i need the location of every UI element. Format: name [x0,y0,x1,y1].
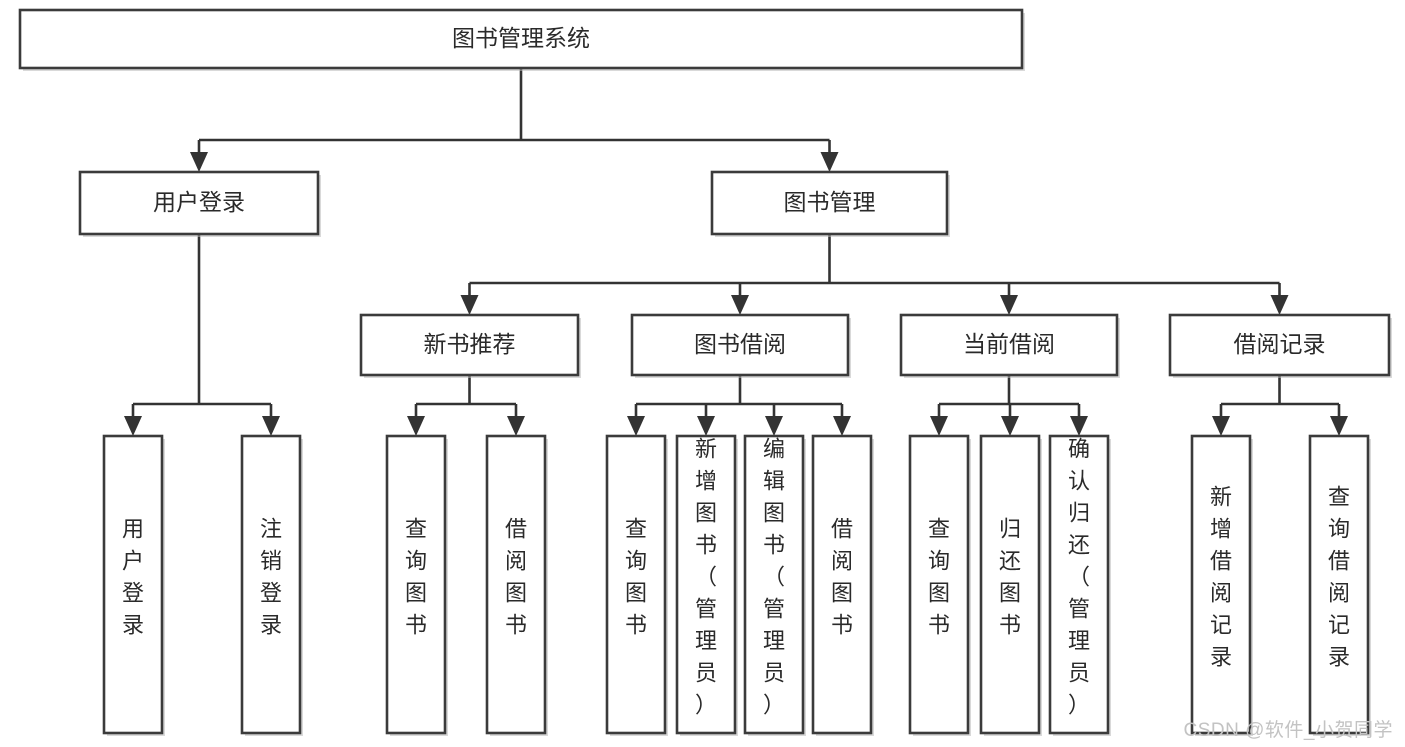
arrow-head-icon [190,152,208,172]
connector-group-borrow-record [1212,375,1348,436]
node-label: 图书借阅 [694,331,786,357]
node-leaf-edit-book[interactable]: 编辑图书（管理员） [743,434,806,736]
arrow-head-icon [765,416,783,436]
node-box [675,434,737,735]
arrow-head-icon [507,416,525,436]
node-root[interactable]: 图书管理系统 [18,8,1025,71]
node-leaf-borrow-book-rec[interactable]: 借阅图书 [485,434,548,736]
node-label: 归还图书 [999,517,1021,638]
node-box [710,170,949,236]
arrow-head-icon [1270,295,1289,315]
arrow-head-icon [930,416,948,436]
node-label: 查询图书 [405,517,427,638]
node-leaf-query-book-current[interactable]: 查询图书 [908,434,971,736]
arrow-head-icon [460,295,479,315]
node-leaf-query-book-borrow[interactable]: 查询图书 [605,434,668,736]
node-box [743,434,805,735]
arrow-head-icon [1212,416,1230,436]
connector-layer [124,68,1348,436]
node-box [630,313,850,377]
node-book-borrow[interactable]: 图书借阅 [630,313,851,378]
arrow-head-icon [731,295,749,315]
node-box [18,8,1024,70]
node-label: 图书管理 [784,189,876,215]
node-label: 当前借阅 [963,331,1055,357]
node-leaf-confirm-return[interactable]: 确认归还（管理员） [1048,434,1111,736]
arrow-head-icon [697,416,715,436]
node-leaf-query-book-rec[interactable]: 查询图书 [385,434,448,736]
connector-group-root [190,68,839,172]
node-current-borrow[interactable]: 当前借阅 [899,313,1120,378]
node-label: 借阅图书 [505,517,527,638]
node-leaf-borrow-book[interactable]: 借阅图书 [811,434,874,736]
node-leaf-user-login[interactable]: 用户登录 [102,434,165,736]
node-label: 查询图书 [928,517,950,638]
arrow-head-icon [407,416,425,436]
node-leaf-return-book[interactable]: 归还图书 [979,434,1042,736]
node-box [899,313,1119,377]
node-label: 用户登录 [122,517,144,638]
arrow-head-icon [262,416,280,436]
node-box [102,434,164,735]
node-layer: 图书管理系统用户登录图书管理新书推荐图书借阅当前借阅借阅记录用户登录注销登录查询… [18,8,1392,736]
node-label: 借阅记录 [1234,331,1326,357]
node-box [1190,434,1252,735]
arrow-head-icon [1070,416,1088,436]
connector-group-book-borrow [627,375,851,436]
node-box [78,170,320,236]
node-box [485,434,547,735]
node-leaf-query-record[interactable]: 查询借阅记录 [1308,434,1371,736]
node-box [1308,434,1370,735]
node-label: 确认归还（管理员） [1068,437,1090,718]
node-box [240,434,302,735]
node-label: 借阅图书 [831,517,853,638]
node-label: 用户登录 [153,189,245,215]
node-box [1048,434,1110,735]
node-label: 注销登录 [260,517,282,638]
connector-group-new-book-recommend [407,375,525,436]
arrow-head-icon [1330,416,1348,436]
node-book-manage[interactable]: 图书管理 [710,170,950,237]
node-label: 查询图书 [625,517,647,638]
node-label: 图书管理系统 [452,25,590,51]
connector-group-user-login [124,234,280,436]
node-label: 新增借阅记录 [1210,485,1232,670]
node-borrow-record[interactable]: 借阅记录 [1168,313,1392,378]
arrow-head-icon [124,416,142,436]
node-leaf-add-record[interactable]: 新增借阅记录 [1190,434,1253,736]
node-box [385,434,447,735]
node-label: 编辑图书（管理员） [763,437,785,718]
node-box [811,434,873,735]
connector-group-current-borrow [930,375,1088,436]
node-leaf-logout[interactable]: 注销登录 [240,434,303,736]
arrow-head-icon [1000,295,1018,315]
connector-group-book-manage [460,234,1289,315]
node-leaf-add-book[interactable]: 新增图书（管理员） [675,434,738,736]
node-new-book-recommend[interactable]: 新书推荐 [359,313,581,378]
node-box [359,313,580,377]
node-label: 新书推荐 [424,331,516,357]
node-box [908,434,970,735]
node-user-login[interactable]: 用户登录 [78,170,321,237]
node-label: 查询借阅记录 [1328,485,1350,670]
arrow-head-icon [820,152,839,172]
arrow-head-icon [833,416,851,436]
node-box [1168,313,1391,377]
node-box [605,434,667,735]
arrow-head-icon [1001,416,1019,436]
arrow-head-icon [627,416,645,436]
node-label: 新增图书（管理员） [695,437,717,718]
node-box [979,434,1041,735]
